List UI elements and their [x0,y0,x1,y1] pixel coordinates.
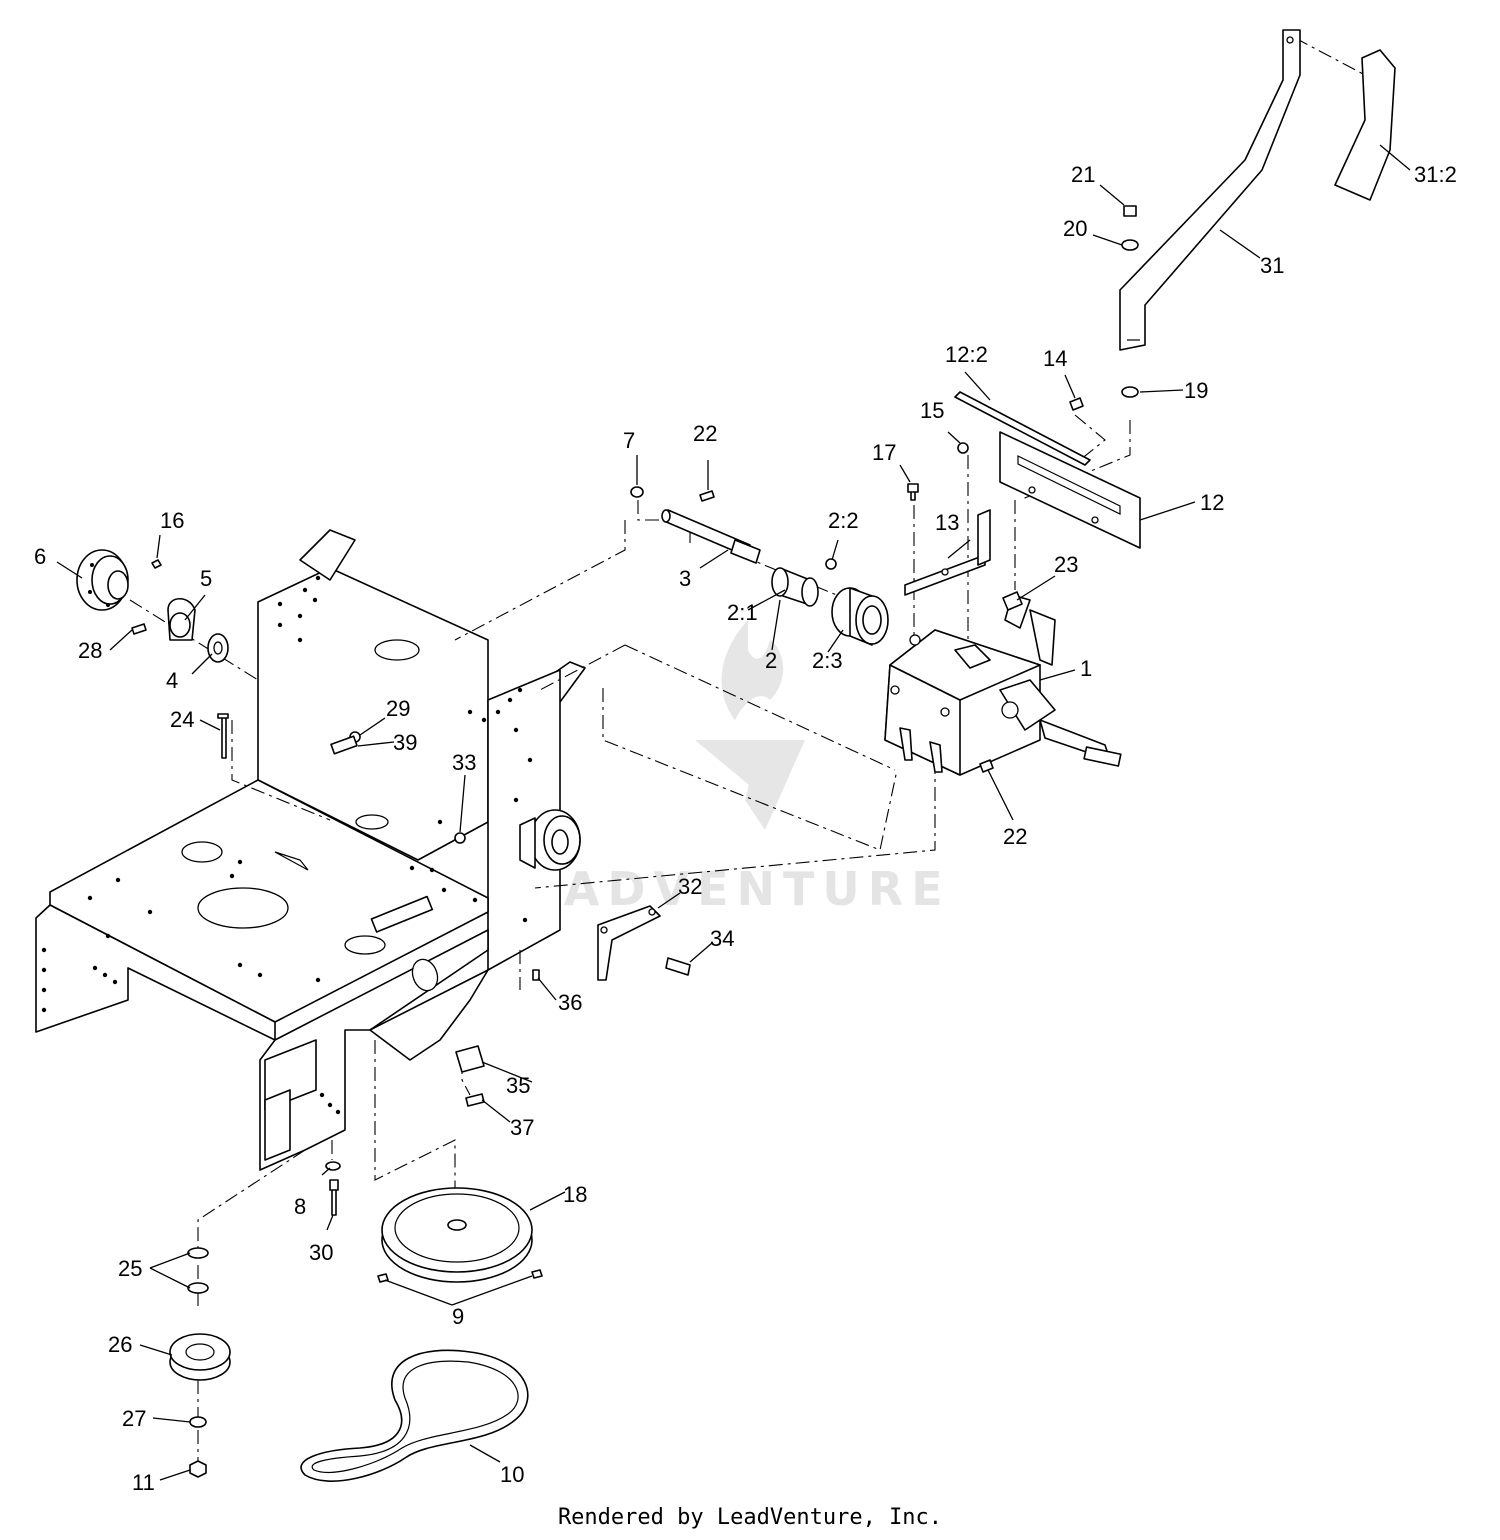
part-2-3-wheel [831,587,889,646]
callout-12: 12 [1200,490,1224,515]
part-25-washers [187,1247,209,1294]
frame-hub [519,809,581,871]
callout-37: 37 [510,1115,534,1140]
part-30-bolt [329,1179,339,1216]
callout-19: 19 [1184,378,1208,403]
part-1-transaxle [884,594,1122,776]
chassis-frame [35,529,586,1171]
part-31-2-grip [1334,49,1396,201]
callout-22-bottom: 22 [1003,824,1027,849]
part-15-nut [957,442,969,454]
part-11-nut [189,1460,207,1478]
callout-28: 28 [78,638,102,663]
callout-10: 10 [500,1462,524,1487]
leader-lines [56,144,1411,1481]
callout-18: 18 [563,1182,587,1207]
part-13-bracket [904,509,991,596]
callout-22-top: 22 [693,421,717,446]
callout-16: 16 [160,508,184,533]
callout-11: 11 [132,1470,155,1495]
part-5-bearing [167,597,196,641]
part-28-bolt [131,623,147,635]
callout-34: 34 [710,926,734,951]
part-7-clip [630,486,644,498]
callout-26: 26 [108,1332,132,1357]
callout-5: 5 [200,566,212,591]
callout-31: 31 [1260,253,1284,278]
watermark-text: LEADVENTURE [487,862,951,916]
callout-25: 25 [118,1256,142,1281]
part-34-bolt [665,957,691,976]
part-27-washer [189,1416,207,1428]
callout-7: 7 [623,428,635,453]
callout-24: 24 [170,707,194,732]
callout-21: 21 [1071,162,1095,187]
part-10-belt [300,1349,529,1482]
callout-31-2: 31:2 [1414,162,1457,187]
callout-12-2: 12:2 [945,342,988,367]
frame-holes [41,575,533,1115]
part-22a-key [699,490,715,502]
part-21-nut [1123,205,1137,217]
part-37-clip [465,1093,485,1107]
callout-2: 2 [765,648,777,673]
part-39-label [330,735,358,755]
callout-35: 35 [506,1073,530,1098]
callout-2-2: 2:2 [828,508,859,533]
callout-36: 36 [558,990,582,1015]
part-6-hub [76,549,129,611]
part-33-nut [454,832,466,844]
part-2-1-collar [771,567,819,607]
callout-2-1: 2:1 [727,600,758,625]
callout-13: 13 [935,510,959,535]
callout-3: 3 [679,566,691,591]
callout-2-3: 2:3 [812,648,843,673]
callout-1: 1 [1080,656,1092,681]
part-2-2-screw [825,558,837,570]
callout-30: 30 [309,1240,333,1265]
callout-20: 20 [1063,216,1087,241]
part-3-shaft [661,509,761,564]
part-16 [151,559,162,569]
part-32-lever [597,905,661,981]
part-12-2-strip [954,391,1091,466]
part-12-plate [999,431,1141,549]
part-23-valve [1002,591,1023,611]
part-31-handle [1119,29,1301,351]
callouts: 1 2 2:1 2:2 2:3 3 4 5 6 7 8 9 10 11 12 1… [34,162,1457,1495]
callout-17: 17 [872,440,896,465]
callout-39: 39 [393,730,417,755]
part-24-pin [217,713,229,759]
part-17-bolt [907,483,919,501]
part-35-switch [455,1045,485,1073]
part-26-idler [169,1333,231,1381]
callout-6: 6 [34,544,46,569]
part-20-washer [1121,239,1139,251]
callout-4: 4 [166,668,178,693]
part-19-washer [1121,386,1139,398]
part-18-pulley [381,1187,533,1283]
callout-23: 23 [1054,552,1078,577]
callout-14: 14 [1043,346,1067,371]
assembly-lines [129,37,1366,1465]
callout-29: 29 [386,696,410,721]
callout-33: 33 [452,750,476,775]
callout-32: 32 [678,874,702,899]
watermark-logo [695,620,805,830]
callout-27: 27 [122,1406,146,1431]
callout-9: 9 [452,1304,464,1329]
callout-15: 15 [920,398,944,423]
callout-8: 8 [294,1194,306,1219]
part-22b-key [979,759,994,773]
rendered-by-footer: Rendered by LeadVenture, Inc. [557,1505,943,1530]
part-14-bolt [1069,397,1084,411]
